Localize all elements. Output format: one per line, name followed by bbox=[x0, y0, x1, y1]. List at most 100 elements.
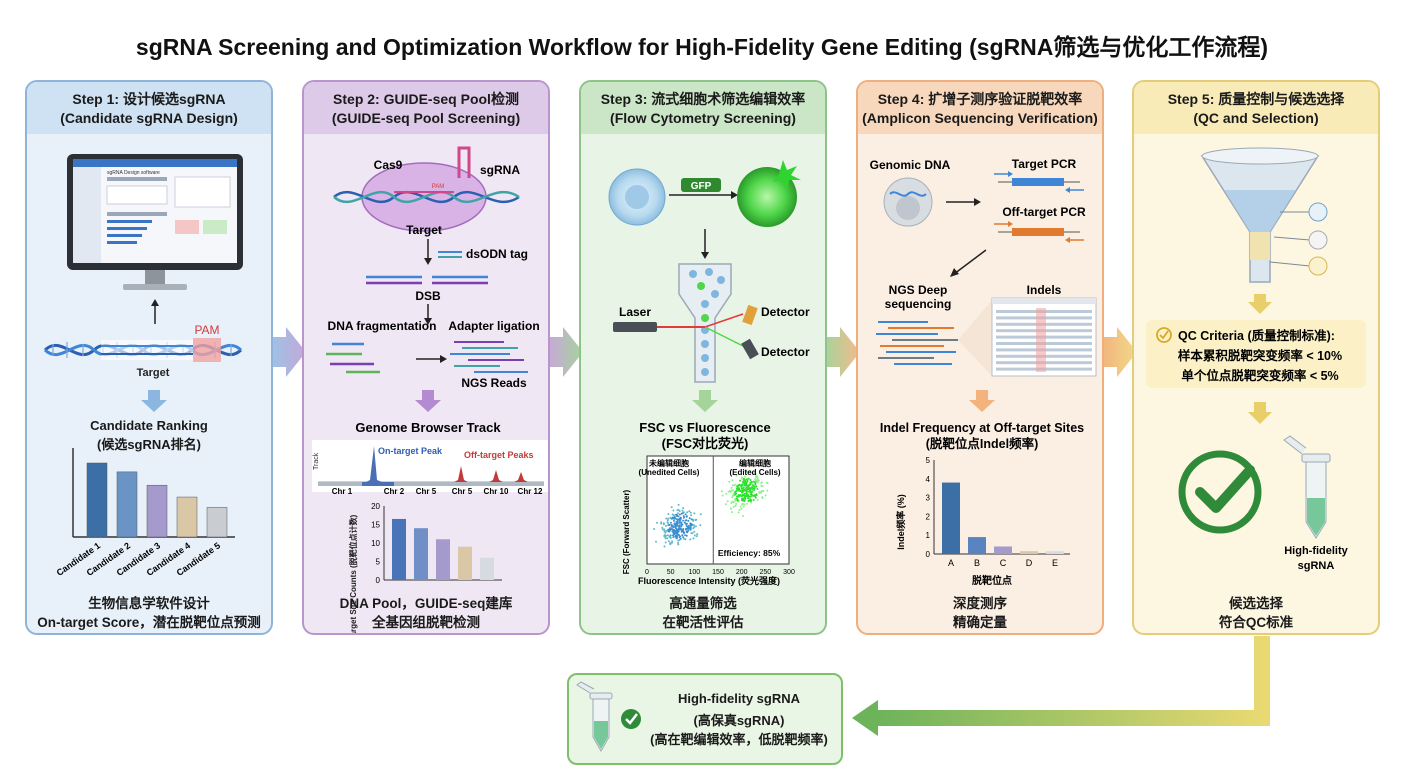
success-check-icon bbox=[1178, 450, 1262, 534]
step5-heading: Step 5: 质量控制与候选选择 bbox=[1167, 91, 1345, 107]
efficiency-label: Efficiency: 85% bbox=[718, 548, 781, 558]
scatter-point bbox=[669, 534, 672, 537]
scatter-point bbox=[752, 494, 755, 497]
scatter-point bbox=[695, 518, 698, 521]
scatter-point bbox=[743, 497, 745, 500]
step5-footer-line1: 候选选择 bbox=[1229, 596, 1283, 611]
detector-label-1: Detector bbox=[761, 305, 810, 319]
step4-footer-line2: 精确定量 bbox=[953, 615, 1007, 630]
edited-cell-icon bbox=[737, 167, 797, 227]
step5-heading-en: (QC and Selection) bbox=[1193, 110, 1319, 126]
scatter-point bbox=[748, 469, 751, 472]
step3-header: Step 3: 流式细胞术筛选编辑效率 (Flow Cytometry Scre… bbox=[581, 82, 825, 134]
scatter-point bbox=[673, 519, 675, 522]
indel-category-label: E bbox=[1052, 558, 1058, 568]
step3-footer: 高通量筛选 在靶活性评估 bbox=[581, 594, 825, 632]
scatter-point bbox=[674, 527, 677, 530]
scatter-point bbox=[693, 530, 696, 533]
scatter-point bbox=[742, 515, 744, 517]
scatter-point bbox=[738, 509, 741, 511]
scatter-point bbox=[695, 535, 698, 538]
scatter-point bbox=[685, 528, 688, 531]
indel-bar bbox=[994, 546, 1012, 554]
scatter-point bbox=[724, 503, 727, 506]
scatter-point bbox=[694, 525, 697, 528]
step3-heading-en: (Flow Cytometry Screening) bbox=[610, 110, 796, 126]
scatter-point bbox=[690, 524, 693, 527]
laser-label: Laser bbox=[619, 305, 651, 319]
scatter-point bbox=[670, 506, 673, 509]
scatter-point bbox=[669, 542, 672, 545]
scatter-point bbox=[742, 481, 744, 483]
software-title-text: sgRNA Design software bbox=[107, 170, 160, 176]
scatter-point bbox=[740, 495, 743, 498]
scatter-point bbox=[729, 507, 732, 510]
scatter-point bbox=[749, 479, 752, 481]
arrow-step2-step3 bbox=[547, 327, 583, 377]
scatter-title: FSC vs Fluorescence bbox=[639, 420, 771, 435]
scatter-point bbox=[664, 537, 667, 540]
indel-chart-title: Indel Frequency at Off-target Sites bbox=[880, 421, 1084, 435]
scatter-tick-label: 100 bbox=[688, 569, 700, 576]
output-tube-icon bbox=[576, 681, 613, 753]
scatter-point bbox=[743, 499, 746, 501]
scatter-point bbox=[672, 526, 675, 529]
scatter-point bbox=[760, 491, 763, 494]
scatter-point bbox=[736, 495, 738, 498]
scatter-point bbox=[761, 485, 764, 487]
scatter-point bbox=[745, 492, 748, 495]
scatter-point bbox=[699, 524, 702, 527]
scatter-point bbox=[760, 481, 763, 484]
scatter-point bbox=[732, 505, 735, 508]
scatter-point bbox=[682, 515, 685, 518]
step1-heading: Step 1: 设计候选sgRNA bbox=[72, 91, 226, 107]
scatter-point bbox=[731, 500, 734, 503]
scatter-point bbox=[686, 511, 689, 514]
scatter-point bbox=[663, 545, 666, 548]
scatter-point bbox=[735, 490, 737, 493]
scatter-point bbox=[689, 526, 692, 528]
ngs-label-line2: sequencing bbox=[885, 297, 952, 311]
scatter-point bbox=[732, 484, 735, 487]
scatter-point bbox=[669, 527, 672, 530]
arrow-step3-step4 bbox=[824, 327, 860, 377]
scatter-point bbox=[678, 520, 681, 522]
scatter-frame bbox=[646, 455, 790, 565]
gfp-label: GFP bbox=[691, 181, 712, 192]
scatter-point bbox=[662, 523, 665, 526]
scatter-point bbox=[732, 494, 735, 497]
scatter-point bbox=[740, 484, 743, 487]
scatter-point bbox=[739, 479, 742, 482]
chr-label: Chr 10 bbox=[484, 487, 509, 496]
arrow-step4-step5 bbox=[1101, 327, 1137, 377]
scatter-point bbox=[677, 515, 680, 518]
scatter-point bbox=[665, 517, 668, 520]
scatter-point bbox=[682, 519, 685, 522]
scatter-point bbox=[736, 485, 739, 488]
step5-panel: Step 5: 质量控制与候选选择 (QC and Selection) QC … bbox=[1132, 80, 1380, 635]
chr-label: Chr 2 bbox=[384, 487, 405, 496]
scatter-point bbox=[749, 489, 752, 492]
target-label: Target bbox=[137, 367, 170, 379]
pam-label-small: PAM bbox=[432, 184, 445, 190]
scatter-point bbox=[731, 511, 733, 514]
scatter-point bbox=[699, 513, 702, 516]
scatter-point bbox=[674, 531, 677, 534]
output-box: High-fidelity sgRNA (高保真sgRNA) (高在靶编辑效率，… bbox=[567, 673, 843, 765]
scatter-point bbox=[674, 535, 677, 538]
output-line1: High-fidelity sgRNA bbox=[677, 691, 801, 706]
offtarget-bar bbox=[436, 539, 450, 580]
scatter-point bbox=[664, 531, 667, 534]
target-pcr-label: Target PCR bbox=[1012, 157, 1077, 171]
qc-check-icon bbox=[1156, 327, 1172, 343]
scatter-point bbox=[680, 521, 683, 524]
scatter-point bbox=[679, 527, 682, 530]
scatter-point bbox=[766, 489, 769, 492]
scatter-point bbox=[667, 522, 669, 524]
scatter-point bbox=[677, 503, 680, 506]
scatter-point bbox=[729, 491, 732, 493]
scatter-point bbox=[740, 476, 743, 479]
indel-tick-label: 4 bbox=[926, 475, 931, 484]
offtarget-bar bbox=[458, 546, 472, 580]
scatter-point bbox=[737, 495, 740, 498]
